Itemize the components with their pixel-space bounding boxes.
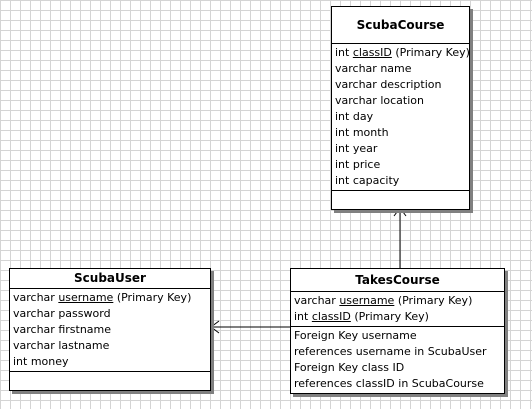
attribute-row: int month — [335, 126, 389, 139]
attribute-row: int price — [335, 158, 381, 171]
attribute-row: varchar lastname — [13, 339, 110, 352]
class-name: TakesCourse — [355, 273, 440, 287]
class-name: ScubaUser — [74, 271, 146, 285]
class-scubacourse[interactable]: ScubaCourse int classID (Primary Key) va… — [331, 6, 470, 210]
attribute-row: varchar name — [335, 62, 412, 75]
attribute-row: int money — [13, 355, 69, 368]
attribute-row: int classID (Primary Key) — [335, 46, 470, 59]
operations-section — [332, 191, 469, 209]
attribute-row: varchar password — [13, 307, 111, 320]
arrowhead-left-icon — [210, 320, 220, 334]
class-name: ScubaCourse — [356, 18, 445, 32]
attributes-section: varchar username (Primary Key) int class… — [291, 292, 504, 327]
attribute-row: varchar username (Primary Key) — [13, 291, 192, 304]
attribute-row: varchar username (Primary Key) — [294, 294, 473, 307]
attribute-row: int capacity — [335, 174, 400, 187]
constraint-row: references username in ScubaUser — [294, 345, 487, 358]
constraint-row: Foreign Key class ID — [294, 361, 405, 374]
operations-section — [10, 372, 210, 390]
attribute-row: int classID (Primary Key) — [294, 310, 429, 323]
constraints-section: Foreign Key username references username… — [291, 327, 504, 393]
attributes-section: int classID (Primary Key) varchar name v… — [332, 44, 470, 191]
attribute-row: int day — [335, 110, 374, 123]
constraint-row: references classID in ScubaCourse — [294, 377, 484, 390]
class-title: TakesCourse — [291, 269, 504, 292]
attribute-row: varchar firstname — [13, 323, 112, 336]
class-scubauser[interactable]: ScubaUser varchar username (Primary Key)… — [9, 268, 211, 391]
attributes-section: varchar username (Primary Key) varchar p… — [10, 289, 210, 372]
attribute-row: varchar description — [335, 78, 442, 91]
class-title: ScubaUser — [10, 269, 210, 289]
attribute-row: int year — [335, 142, 378, 155]
constraint-row: Foreign Key username — [294, 329, 417, 342]
attribute-row: varchar location — [335, 94, 424, 107]
class-title: ScubaCourse — [332, 7, 469, 44]
class-takescourse[interactable]: TakesCourse varchar username (Primary Ke… — [290, 268, 505, 394]
